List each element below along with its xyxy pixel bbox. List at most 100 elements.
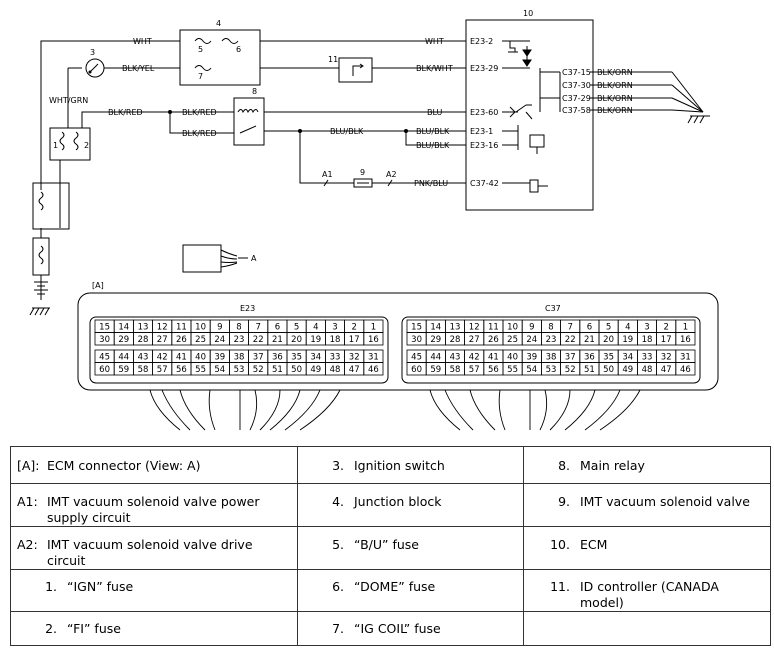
pin-number: 16 [680, 335, 691, 345]
pin-number: 56 [488, 365, 499, 375]
legend-code: A2: [17, 537, 38, 552]
legend-description: IMT vacuum solenoid valve drive circuit [47, 537, 253, 568]
ecm-connector-icon [182, 244, 248, 273]
terminal-c37-58: C37-58 [562, 106, 591, 115]
pin-number: 13 [138, 323, 149, 333]
fusible-link-2 [32, 237, 50, 276]
pin-number: 48 [642, 365, 653, 375]
pin-number: 5 [606, 323, 611, 333]
legend-code: 2. [45, 621, 57, 636]
pin-number: 55 [195, 365, 206, 375]
legend-description: IMT vacuum solenoid valve [580, 494, 750, 509]
callout-11: 11 [328, 55, 338, 64]
pin-number: 27 [157, 335, 168, 345]
legend-code: 7. [332, 621, 344, 636]
pin-number: 9 [217, 323, 222, 333]
pin-number: 51 [584, 365, 595, 375]
legend-code: A1: [17, 494, 38, 509]
legend-description: IMT vacuum solenoid valve power supply c… [47, 494, 260, 525]
legend-cell: 3.Ignition switch [297, 446, 524, 484]
pin-number: 14 [118, 323, 129, 333]
pin-number: 49 [310, 365, 321, 375]
pin-number: 22 [253, 335, 264, 345]
legend-cell: 9.IMT vacuum solenoid valve [523, 483, 771, 527]
pin-number: 10 [195, 323, 206, 333]
pin-number: 42 [157, 353, 168, 363]
pin-number: 29 [430, 335, 441, 345]
callout-6: 6 [236, 45, 241, 54]
legend-description: ECM connector (View: A) [47, 458, 201, 473]
pin-number: 45 [411, 353, 422, 363]
legend-row: A1: IMT vacuum solenoid valve power suppl… [10, 483, 771, 527]
pin-number: 19 [622, 335, 633, 345]
pin-number: 56 [176, 365, 187, 375]
terminal-c37-15: C37-15 [562, 68, 591, 77]
legend-cell: 2.“FI” fuse [10, 611, 298, 646]
legend-cell: 4.Junction block [297, 483, 524, 527]
pin-number: 8 [236, 323, 241, 333]
pin-number: 33 [330, 353, 341, 363]
pin-number: 57 [157, 365, 168, 375]
pin-number: 37 [565, 353, 576, 363]
pin-number: 18 [330, 335, 341, 345]
pin-number: 47 [661, 365, 672, 375]
pin-number: 15 [411, 323, 422, 333]
pin-number: 19 [310, 335, 321, 345]
pin-number: 11 [488, 323, 499, 333]
legend-cell: 8.Main relay [523, 446, 771, 484]
legend-description: ECM [580, 537, 608, 552]
pin-number: 50 [291, 365, 302, 375]
pin-number: 21 [584, 335, 595, 345]
pin-number: 31 [368, 353, 379, 363]
connector-bracket-label: [A] [92, 281, 104, 290]
callout-3: 3 [90, 48, 95, 57]
legend-cell: 10.ECM [523, 526, 771, 570]
pin-number: 11 [176, 323, 187, 333]
pin-number: 38 [234, 353, 245, 363]
fusible-link-1 [32, 182, 70, 230]
legend-description: “IG COIL” fuse [354, 621, 441, 636]
fuse-pin-1: 1 [53, 141, 58, 150]
pin-number: 7 [255, 323, 260, 333]
pin-number: 10 [507, 323, 518, 333]
wire-label-blk-orn-4: BLK/ORN [597, 106, 633, 115]
pin-number: 3 [332, 323, 337, 333]
legend-code: 8. [558, 458, 570, 473]
pin-number: 17 [349, 335, 360, 345]
pin-number: 26 [176, 335, 187, 345]
wire-label-wht-grn: WHT/GRN [49, 96, 88, 105]
wire-label-blu-blk-a: BLU/BLK [330, 127, 364, 136]
pin-number: 58 [138, 365, 149, 375]
pin-number: 34 [310, 353, 321, 363]
legend-description: “DOME” fuse [354, 579, 436, 594]
junction-block [179, 29, 261, 86]
legend-table: [A]:ECM connector (View: A)3.Ignition sw… [10, 446, 771, 646]
pin-number: 2 [663, 323, 668, 333]
pin-number: 38 [546, 353, 557, 363]
callout-4: 4 [216, 19, 221, 28]
pin-number: 40 [195, 353, 206, 363]
wire-wht [40, 40, 180, 190]
pin-number: 54 [526, 365, 537, 375]
wire-label-wht-top: WHT [133, 37, 152, 46]
pin-number: 42 [469, 353, 480, 363]
view-a-label: A [251, 254, 257, 263]
pin-number: 9 [529, 323, 534, 333]
pin-number: 57 [469, 365, 480, 375]
pin-number: 34 [622, 353, 633, 363]
legend-cell: 11.ID controller (CANADA model) [523, 569, 771, 612]
pin-number: 4 [313, 323, 318, 333]
pin-number: 48 [330, 365, 341, 375]
wire-label-blk-red-a: BLK/RED [108, 108, 143, 117]
ground-icon [29, 307, 50, 316]
legend-cell: [A]:ECM connector (View: A) [10, 446, 298, 484]
callout-7: 7 [198, 72, 203, 81]
pin-number: 43 [138, 353, 149, 363]
pin-number: 24 [214, 335, 225, 345]
wire-label-blk-orn-2: BLK/ORN [597, 81, 633, 90]
legend-row: 2.“FI” fuse 7. “IG COIL” fuse [10, 611, 771, 646]
ignition-switch [85, 58, 105, 78]
wire-label-blk-red-b: BLK/RED [182, 108, 217, 117]
pin-number: 12 [469, 323, 480, 333]
